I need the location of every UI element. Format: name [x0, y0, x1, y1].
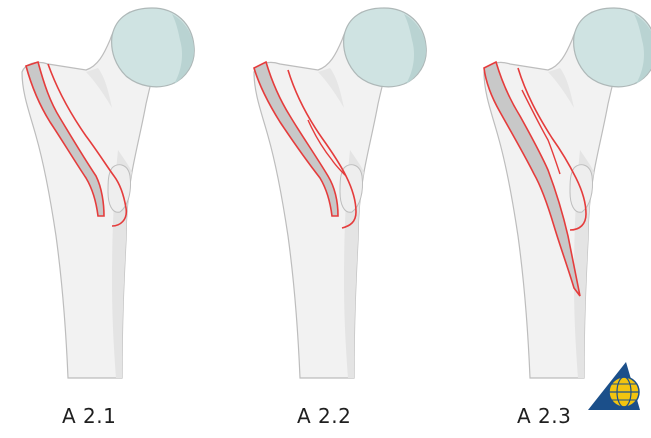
ao-foundation-globe-logo	[588, 362, 640, 410]
panel-a21	[22, 8, 194, 378]
panel-a22	[254, 8, 426, 378]
femur-drawing-a23	[484, 8, 651, 378]
femur-drawing-a21	[22, 8, 194, 378]
panel-label-a23: A 2.3	[517, 404, 571, 428]
femur-drawing-a22	[254, 8, 426, 378]
panel-label-a22: A 2.2	[297, 404, 351, 428]
panel-a23	[484, 8, 651, 378]
panel-label-a21: A 2.1	[62, 404, 116, 428]
